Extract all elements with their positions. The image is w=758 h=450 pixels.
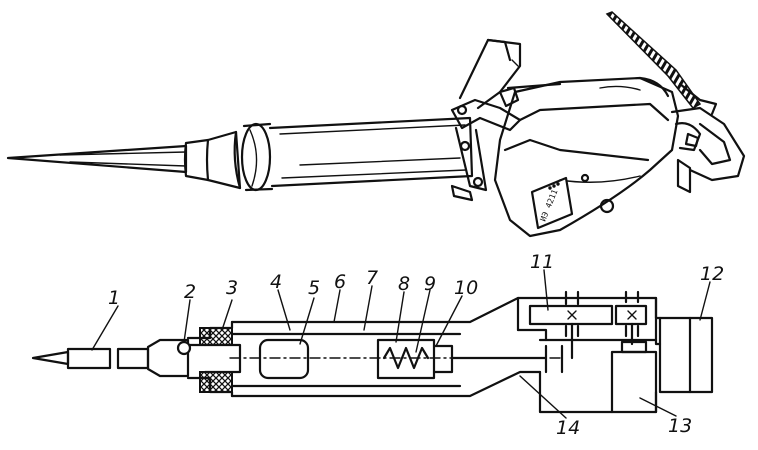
label-1: 1	[108, 287, 120, 309]
label-3: 3	[226, 277, 238, 299]
power-cable-drawing	[605, 11, 718, 116]
trigger-switch	[684, 132, 700, 148]
motor-housing-drawing: ИЭ 4211	[493, 76, 680, 238]
leader-lines	[91, 269, 711, 419]
part-1-chisel	[31, 338, 190, 378]
label-5: 5	[308, 277, 320, 299]
reference-numbers: 1 2 3 4 5 6 7 8 9 10 11 12 13 14	[108, 251, 724, 439]
label-4: 4	[270, 271, 282, 293]
label-14: 14	[556, 417, 580, 439]
part-13-motor	[538, 340, 658, 414]
label-11: 11	[530, 251, 554, 273]
label-6: 6	[334, 271, 346, 293]
part-5-striker	[258, 338, 310, 380]
label-8: 8	[398, 273, 410, 295]
chisel-bit-drawing	[6, 144, 188, 174]
handle-frame-drawing	[450, 38, 562, 202]
barrel-drawing	[268, 116, 474, 188]
barrel-body	[186, 296, 542, 398]
gear-train-housing	[516, 290, 662, 374]
rear-grip-drawing	[670, 106, 746, 194]
kinematic-scheme	[31, 290, 714, 414]
label-10: 10	[454, 277, 478, 299]
tool-perspective-drawing: ИЭ 4211	[6, 11, 746, 238]
label-12: 12	[700, 263, 724, 285]
label-9: 9	[424, 273, 436, 295]
part-8-10-spring-piston	[376, 338, 548, 380]
front-collar-drawing	[183, 122, 274, 192]
label-13: 13	[668, 415, 692, 437]
label-7: 7	[366, 267, 378, 289]
nameplate	[530, 176, 574, 230]
label-2: 2	[184, 281, 196, 303]
part-12-rear-handle	[654, 296, 714, 414]
